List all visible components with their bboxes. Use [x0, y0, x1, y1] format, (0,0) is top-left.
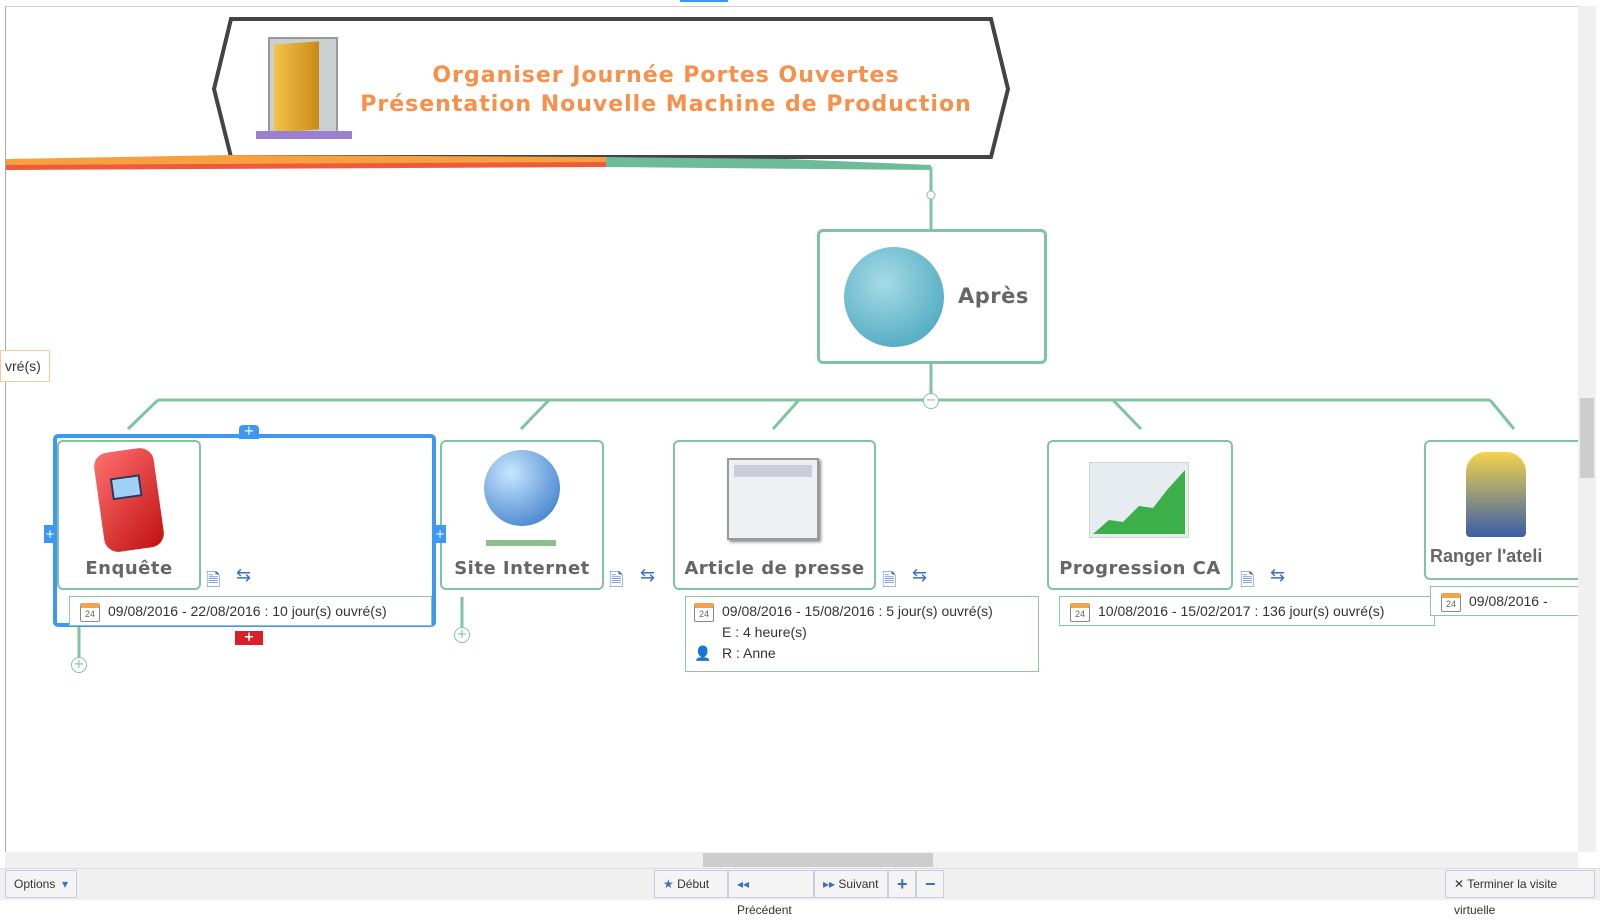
- horizontal-scroll-thumb[interactable]: [703, 853, 933, 867]
- collapse-button[interactable]: −: [923, 393, 939, 409]
- options-label: Options: [14, 877, 56, 891]
- node-apres[interactable]: Après: [817, 229, 1047, 364]
- date-info: 24 09/08/2016 -: [1430, 586, 1580, 616]
- node-ranger-atelier[interactable]: Ranger l'ateli: [1424, 440, 1584, 580]
- header-border: [211, 17, 1011, 159]
- link-icon[interactable]: ⇆: [640, 565, 656, 586]
- link-icon[interactable]: ⇆: [236, 565, 252, 586]
- newspaper-icon: [727, 458, 819, 540]
- add-left-button[interactable]: +: [44, 525, 56, 543]
- start-label: Début: [677, 877, 710, 891]
- globe-icon: [484, 450, 560, 526]
- options-dropdown[interactable]: Options ▾: [5, 870, 77, 898]
- vertical-scroll-thumb[interactable]: [1580, 398, 1594, 478]
- star-icon: ★: [663, 877, 674, 891]
- note-icon[interactable]: 🗎: [1240, 570, 1255, 591]
- connectors: [6, 17, 1516, 659]
- link-icon[interactable]: ⇆: [1270, 565, 1286, 586]
- next-button[interactable]: ▸▸ Suivant: [814, 870, 888, 898]
- task-info: 24 09/08/2016 - 15/08/2016 : 5 jour(s) ou…: [685, 596, 1039, 672]
- next-label: Suivant: [838, 877, 879, 891]
- start-button[interactable]: ★ Début: [654, 870, 728, 898]
- header-title-line1: Organiser Journée Portes Ouvertes: [432, 63, 900, 88]
- left-partial-info: vré(s): [0, 350, 50, 382]
- date-info: 24 09/08/2016 - 22/08/2016 : 10 jour(s) o…: [69, 596, 432, 626]
- mindmap-canvas[interactable]: Organiser Journée Portes Ouvertes Présen…: [0, 6, 1584, 852]
- node-label: Progression CA: [1059, 558, 1221, 579]
- zoom-out-button[interactable]: −: [916, 870, 944, 898]
- note-icon[interactable]: 🗎: [206, 570, 221, 591]
- forward-icon: ▸▸: [823, 877, 836, 891]
- node-enquete[interactable]: Enquête: [57, 440, 201, 590]
- calendar-icon: 24: [80, 602, 100, 622]
- door-icon: [256, 37, 354, 141]
- link-icon[interactable]: ⇆: [912, 565, 928, 586]
- chevron-down-icon: ▾: [61, 877, 68, 891]
- chart-icon: [1089, 462, 1189, 538]
- date-range: 09/08/2016 - 22/08/2016 : 10 jour(s) ouv…: [108, 603, 387, 619]
- add-child-button[interactable]: +: [235, 631, 263, 645]
- date-range: 10/08/2016 - 15/02/2017 : 136 jour(s) ou…: [1098, 603, 1385, 619]
- close-icon: ✕: [1454, 877, 1465, 891]
- add-right-button[interactable]: +: [434, 525, 446, 543]
- node-label: Article de presse: [684, 558, 865, 579]
- add-parent-button[interactable]: +: [239, 425, 259, 439]
- effort: E : 4 heure(s): [722, 624, 807, 640]
- date-info: 24 10/08/2016 - 15/02/2017 : 136 jour(s) …: [1059, 596, 1435, 626]
- previous-button[interactable]: ◂◂ Précédent: [728, 870, 814, 917]
- zoom-in-button[interactable]: +: [888, 870, 916, 898]
- node-site-internet[interactable]: Site Internet: [440, 440, 604, 590]
- expand-button[interactable]: +: [454, 627, 470, 643]
- rewind-icon: ◂◂: [737, 877, 750, 891]
- green-branch: [606, 157, 931, 170]
- people-icon: [844, 247, 944, 347]
- vertical-scrollbar[interactable]: [1578, 6, 1596, 852]
- previous-label: Précédent: [737, 903, 792, 917]
- top-indicator: [680, 0, 728, 2]
- end-tour-label: Terminer la visite virtuelle: [1454, 877, 1558, 917]
- end-tour-button[interactable]: ✕ Terminer la visite virtuelle: [1445, 870, 1595, 917]
- calendar-icon: 24: [694, 602, 714, 622]
- note-icon[interactable]: 🗎: [882, 570, 897, 591]
- date-range: 09/08/2016 -: [1469, 593, 1548, 609]
- node-label: Ranger l'ateli: [1430, 546, 1543, 566]
- node-label: Site Internet: [454, 558, 590, 579]
- note-icon[interactable]: 🗎: [609, 570, 624, 591]
- calendar-icon: 24: [1441, 592, 1461, 612]
- node-label: Enquête: [85, 558, 173, 579]
- resource: R : Anne: [722, 645, 776, 661]
- header-title-line2: Présentation Nouvelle Machine de Product…: [360, 92, 972, 117]
- node-progression-ca[interactable]: Progression CA: [1047, 440, 1233, 590]
- tour-toolbar: Options ▾ ★ Début ◂◂ Précédent ▸▸ Suivan…: [0, 868, 1600, 917]
- calendar-icon: 24: [1070, 602, 1090, 622]
- horizontal-scrollbar[interactable]: [5, 852, 1578, 868]
- node-article-de-presse[interactable]: Article de presse: [673, 440, 876, 590]
- person-icon: 👤: [694, 645, 712, 661]
- date-range: 09/08/2016 - 15/08/2016 : 5 jour(s) ouvr…: [722, 603, 993, 619]
- phone-icon: [92, 446, 166, 554]
- sweeper-icon: [1466, 452, 1526, 537]
- node-label: Après: [958, 284, 1029, 308]
- expand-button[interactable]: +: [71, 657, 87, 673]
